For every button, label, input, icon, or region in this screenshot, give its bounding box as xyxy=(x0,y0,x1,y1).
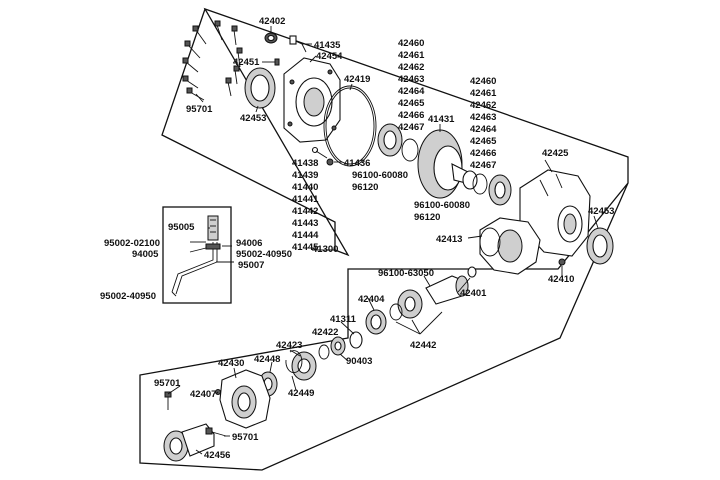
label-group2-item: 42466 xyxy=(470,148,496,159)
plug-icon xyxy=(311,146,334,166)
label-group1-item: 42465 xyxy=(398,98,425,109)
inset-frame xyxy=(162,206,232,304)
vent-hose-icon xyxy=(171,215,221,295)
gear-case-cover-icon xyxy=(283,57,341,143)
label-41300: 41300 xyxy=(312,244,338,255)
label-group2-item: 42460 xyxy=(470,76,496,87)
label-95007: 95007 xyxy=(238,260,264,271)
label-42401: 42401 xyxy=(460,288,487,299)
label-group2-item: 42465 xyxy=(470,136,497,147)
small-bolt-icon xyxy=(266,58,280,66)
ring-gear-icon xyxy=(417,129,478,199)
leader-lines xyxy=(167,26,599,455)
label-group2-item: 42464 xyxy=(470,124,497,135)
label-group1-item: 42463 xyxy=(398,74,424,85)
label-42402: 42402 xyxy=(259,16,285,27)
o-ring-large-icon xyxy=(323,85,377,167)
label-94005: 94005 xyxy=(132,249,159,260)
label-group3-item: 41443 xyxy=(292,218,318,229)
oil-seal-icon xyxy=(244,67,276,109)
label-95701-top: 95701 xyxy=(186,104,213,115)
label-95002-40950-a: 95002-40950 xyxy=(236,249,292,260)
label-group1-item: 42460 xyxy=(398,38,424,49)
label-group1-item: 42462 xyxy=(398,62,424,73)
label-42454: 42454 xyxy=(316,51,343,62)
label-96120-b: 96120 xyxy=(414,212,440,223)
label-group2-item: 42467 xyxy=(470,160,496,171)
label-42410: 42410 xyxy=(548,274,574,285)
label-95002-40950-b: 95002-40950 xyxy=(100,291,156,302)
label-42419: 42419 xyxy=(344,74,370,85)
label-group3-item: 41439 xyxy=(292,170,318,181)
label-90403: 90403 xyxy=(346,356,372,367)
label-group3-item: 41442 xyxy=(292,206,318,217)
label-group-42460-upper: 42460 42461 42462 42463 42464 42465 4246… xyxy=(398,38,425,133)
label-group3-item: 41445 xyxy=(292,242,319,253)
oil-seal-right-icon xyxy=(586,227,614,265)
label-group2-item: 42462 xyxy=(470,100,496,111)
spacer-collar-icon xyxy=(318,331,363,360)
label-95005: 95005 xyxy=(168,222,195,233)
label-96100-63050: 96100-63050 xyxy=(378,268,434,279)
label-94006: 94006 xyxy=(236,238,262,249)
label-42430: 42430 xyxy=(218,358,244,369)
label-42451: 42451 xyxy=(233,57,260,68)
bolt-set-icon xyxy=(182,20,243,101)
label-group1-item: 42464 xyxy=(398,86,425,97)
label-95002-02100: 95002-02100 xyxy=(104,238,160,249)
label-41436: 41436 xyxy=(344,158,370,169)
label-group2-item: 42463 xyxy=(470,112,496,123)
breather-icon xyxy=(264,32,278,44)
label-42407: 42407 xyxy=(190,389,216,400)
label-42413: 42413 xyxy=(436,234,462,245)
bearing-left-icon xyxy=(377,123,403,157)
label-42442: 42442 xyxy=(410,340,436,351)
label-41435: 41435 xyxy=(314,40,341,51)
label-42456: 42456 xyxy=(204,450,230,461)
label-95701-lower: 95701 xyxy=(232,432,259,443)
label-96120-a: 96120 xyxy=(352,182,378,193)
label-42404: 42404 xyxy=(358,294,385,305)
label-41311: 41311 xyxy=(330,314,357,325)
pinion-bearing-icon xyxy=(389,289,423,321)
label-group-41439: 41439 41440 41441 41442 41443 41444 4144… xyxy=(292,170,319,253)
part-labels: 42402 41435 42454 42451 95701 42453 4241… xyxy=(100,16,614,461)
label-group2-item: 42461 xyxy=(470,88,497,99)
label-group3-item: 41441 xyxy=(292,194,319,205)
label-group-42460-lower: 42460 42461 42462 42463 42464 42465 4246… xyxy=(470,76,497,171)
label-group3-item: 41440 xyxy=(292,182,318,193)
label-42448: 42448 xyxy=(254,354,280,365)
label-42453-top: 42453 xyxy=(240,113,266,124)
label-41431: 41431 xyxy=(428,114,455,125)
label-42425: 42425 xyxy=(542,148,569,159)
label-group1-item: 42467 xyxy=(398,122,424,133)
housing-bolt-icon xyxy=(558,258,566,266)
label-group1-item: 42466 xyxy=(398,110,424,121)
label-95701-left: 95701 xyxy=(154,378,181,389)
pinion-housing-icon xyxy=(479,217,541,275)
pinion-case-icon xyxy=(219,369,271,429)
gear-case-housing-icon xyxy=(519,169,591,257)
label-group1-item: 42461 xyxy=(398,50,425,61)
label-96100-60080-a: 96100-60080 xyxy=(352,170,408,181)
label-group3-item: 41444 xyxy=(292,230,319,241)
bearing-right-icon xyxy=(472,173,512,206)
shim-left-icon xyxy=(401,138,419,162)
label-42449: 42449 xyxy=(288,388,314,399)
label-96100-60080-b: 96100-60080 xyxy=(414,200,470,211)
label-42423: 42423 xyxy=(276,340,302,351)
needle-bearing-icon xyxy=(365,309,387,335)
label-42453-right: 42453 xyxy=(588,206,614,217)
label-41438: 41438 xyxy=(292,158,318,169)
label-42422: 42422 xyxy=(312,327,338,338)
